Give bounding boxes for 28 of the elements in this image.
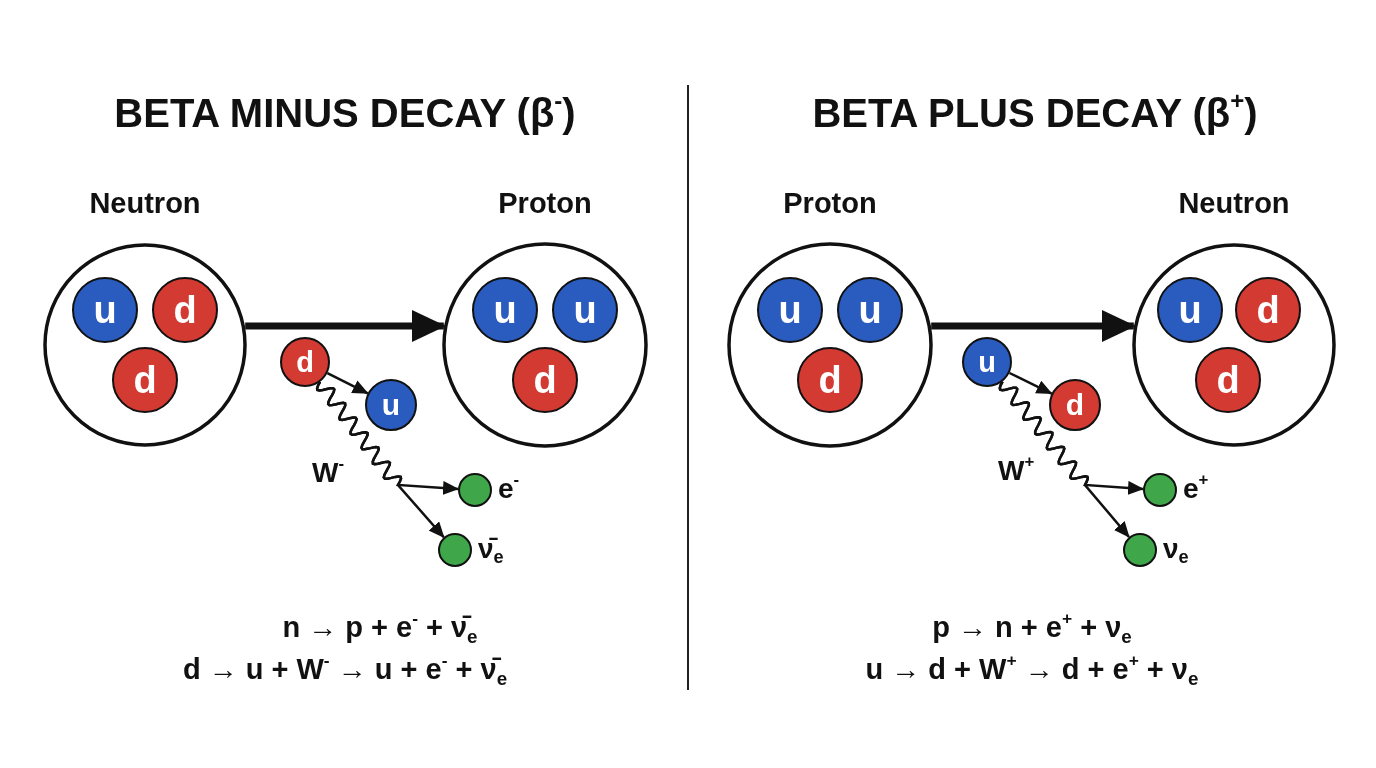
particle-symbol: ν$_{e}$ xyxy=(1163,533,1189,565)
arrow xyxy=(245,310,446,342)
lepton-circle xyxy=(438,533,472,567)
panel-title: BETA MINUS DECAY (β$^{-}$) xyxy=(114,90,576,136)
decay-equation: u → d + W$^{+}$ → d + e$^{+}$ + ν$_{e}$ xyxy=(865,652,1199,687)
lepton-circle xyxy=(1123,533,1157,567)
particle-symbol: e$^{+}$ xyxy=(1183,473,1209,505)
arrow xyxy=(931,310,1136,342)
quark-circle: u xyxy=(365,379,417,431)
quark-circle: d xyxy=(1049,379,1101,431)
particle-name: Proton xyxy=(497,186,593,220)
particle-name: Neutron xyxy=(88,186,202,220)
lepton-circle xyxy=(1143,473,1177,507)
particle-symbol: e$^{-}$ xyxy=(498,473,520,505)
decay-equation: d → u + W$^{-}$ → u + e$^{-}$ + ν̄$_{e}$ xyxy=(182,652,508,687)
quark-circle: d xyxy=(280,337,330,387)
panel-title: BETA PLUS DECAY (β$^{+}$) xyxy=(812,90,1258,136)
particle-name: Neutron xyxy=(1177,186,1291,220)
wavy-arrow xyxy=(998,381,1130,538)
arrow xyxy=(326,372,369,395)
particle-symbol: ν̄$_{e}$ xyxy=(478,533,504,565)
decay-equation: n → p + e$^{-}$ + ν̄$_{e}$ xyxy=(282,610,478,645)
decay-equation: p → n + e$^{+}$ + ν$_{e}$ xyxy=(932,610,1132,645)
particle-name: Proton xyxy=(782,186,878,220)
wavy-arrow xyxy=(315,381,445,539)
quark-circle: u xyxy=(962,337,1012,387)
arrow xyxy=(1008,371,1053,395)
lepton-circle xyxy=(458,473,492,507)
